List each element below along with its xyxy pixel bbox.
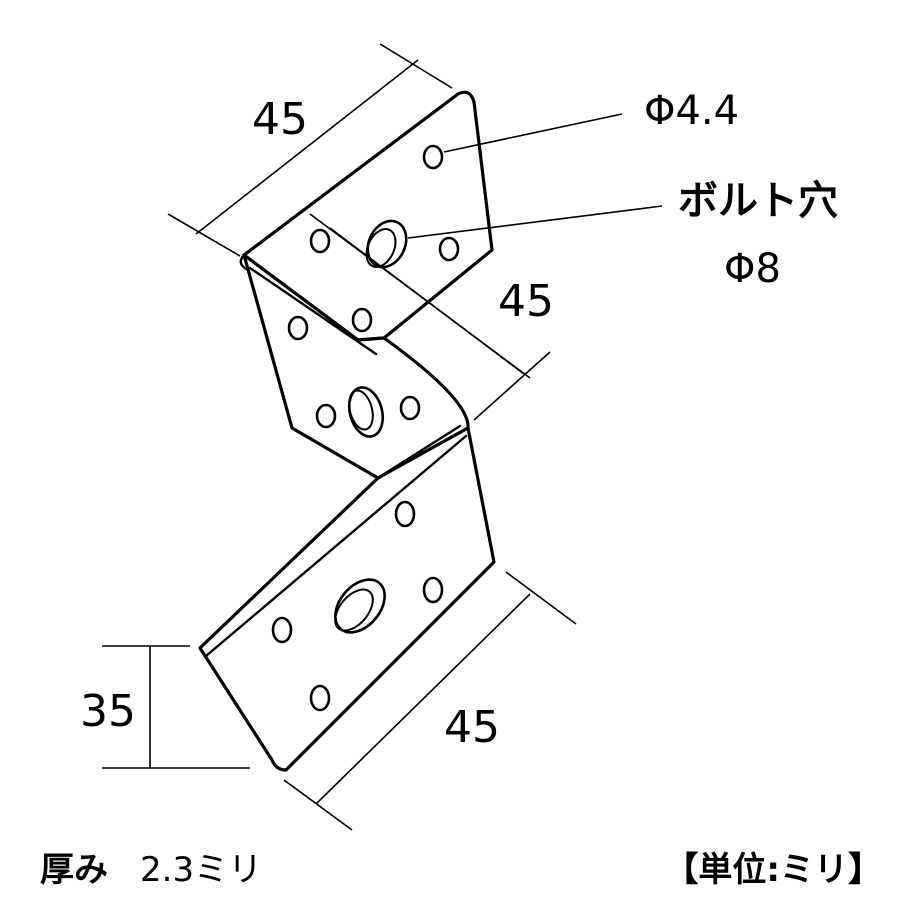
dim-bottom-extension-b xyxy=(283,779,353,831)
small-hole xyxy=(399,395,421,421)
dim-top-line xyxy=(195,59,419,235)
upper-fold-line-2 xyxy=(239,253,250,272)
small-hole xyxy=(438,236,460,262)
leader-small-hole xyxy=(443,113,623,153)
small-hole xyxy=(309,228,331,254)
lower-flange-edge xyxy=(204,434,468,658)
dim-middle-extension-b xyxy=(473,351,551,421)
dim-top-label: 45 xyxy=(252,94,308,145)
small-hole xyxy=(271,616,293,644)
dim-top-extension-b xyxy=(379,43,453,89)
lower-fold-line xyxy=(376,424,462,480)
small-hole xyxy=(309,684,331,712)
bolt-hole-callout-size: Φ8 xyxy=(724,246,781,292)
small-hole xyxy=(287,315,309,341)
unit-note: 【単位:ミリ】 xyxy=(664,850,882,890)
small-hole xyxy=(422,144,444,170)
thickness-value: 2.3ミリ xyxy=(140,850,263,890)
bolt-hole-inner xyxy=(334,588,374,632)
dim-bottom-extension-a xyxy=(505,571,577,625)
bolt-hole-inner xyxy=(365,228,397,268)
small-hole-callout: Φ4.4 xyxy=(644,88,739,134)
upper-fold-line xyxy=(248,266,378,356)
holes xyxy=(271,144,460,712)
small-hole xyxy=(422,576,444,604)
bolt-hole-callout-label: ボルト穴 xyxy=(678,178,838,224)
dim-top-extension-a xyxy=(167,213,241,257)
dim-middle-line xyxy=(329,227,525,375)
thickness-label: 厚み xyxy=(40,850,108,890)
thickness-note: 厚み 2.3ミリ xyxy=(40,842,262,891)
dim-bottom-label: 45 xyxy=(444,702,500,753)
dimension-lines xyxy=(102,43,663,831)
dim-height-label: 35 xyxy=(80,686,136,737)
leader-bolt-hole xyxy=(407,205,663,239)
small-hole xyxy=(351,307,373,333)
small-hole xyxy=(394,500,416,528)
bracket-body xyxy=(198,90,496,772)
dim-middle-label: 45 xyxy=(498,276,554,327)
bolt-hole-inner xyxy=(348,389,374,431)
dim-bottom-line xyxy=(315,593,531,805)
small-hole xyxy=(315,403,337,429)
